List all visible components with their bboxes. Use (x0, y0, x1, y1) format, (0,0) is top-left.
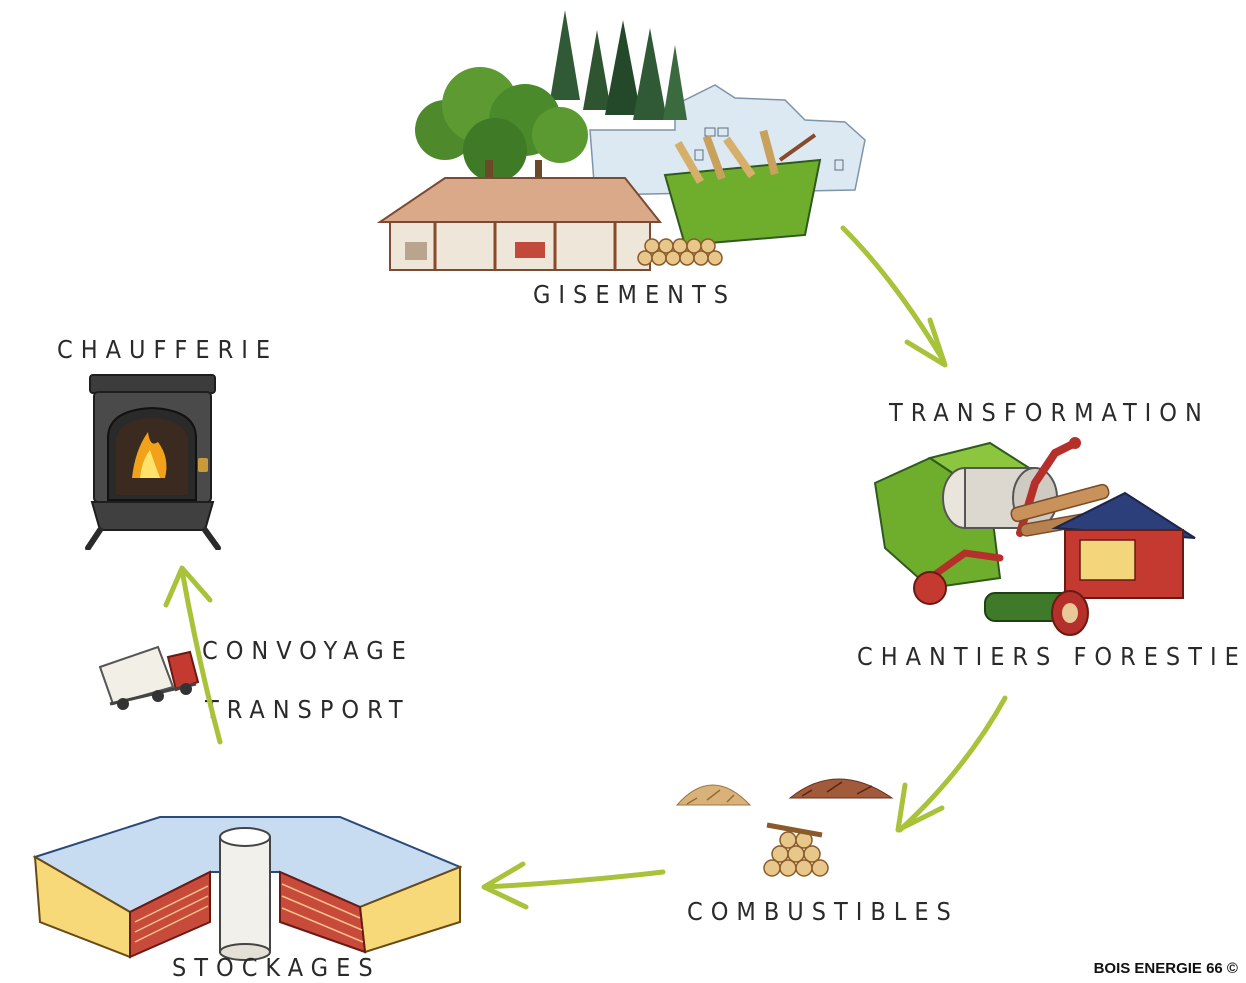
wood-storage-silo-icon (32, 816, 463, 961)
delivery-truck-icon (98, 645, 200, 710)
cycle-arrow-gisements-to-transformation (840, 225, 948, 368)
node-label-transformation: TRANSFORMATION (889, 398, 1210, 427)
copyright-credit: BOIS ENERGIE 66 © (1093, 960, 1238, 977)
node-label-combustibles: COMBUSTIBLES (687, 897, 959, 926)
cycle-arrow-chantiers-to-combustibles (895, 695, 1008, 833)
node-label-convoyage: CONVOYAGE (202, 636, 414, 665)
node-label-gisements: GISEMENTS (533, 280, 737, 309)
wood-fuel-piles-icon (675, 778, 894, 877)
node-label-transport: TRANSPORT (205, 695, 411, 724)
wood-stove-icon (85, 374, 221, 550)
node-label-chaufferie: CHAUFFERIE (57, 335, 279, 364)
forestry-machinery-icon (873, 437, 1196, 636)
node-label-chantiers-forestiers: CHANTIERS FORESTIERS (857, 642, 1246, 671)
forest-and-buildings-icon (376, 10, 866, 271)
node-label-stockages: STOCKAGES (172, 953, 381, 982)
cycle-arrow-transport-to-chaufferie (163, 565, 223, 745)
cycle-arrow-combustibles-to-stockages (481, 861, 666, 910)
